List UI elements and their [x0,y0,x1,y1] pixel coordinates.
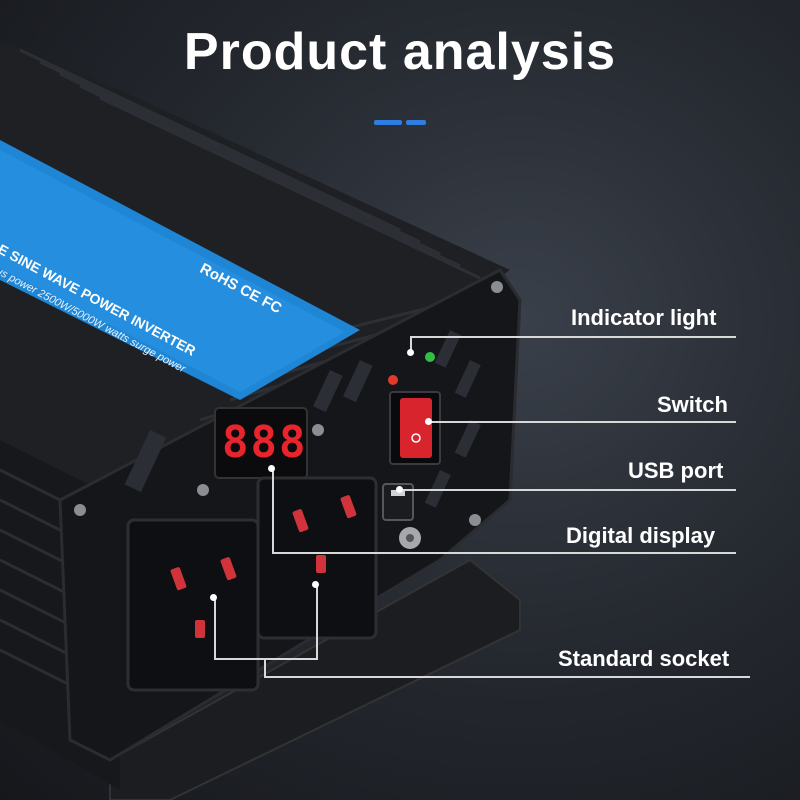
indicator-light-marker [407,349,414,356]
callout-digital-display: Digital display [566,523,716,548]
mounting-plate [109,558,521,800]
switch-marker [425,418,432,425]
digital-display-digits: 888 [222,417,308,468]
title-accent-bar-short [406,120,426,125]
usb-port-marker [396,486,403,493]
callout-indicator-light: Indicator light [571,305,717,330]
callout-switch: Switch [657,392,728,417]
leader-line-indicator-light [411,336,736,338]
socket-left-marker [210,594,217,601]
power-switch-rocker [400,398,432,458]
inverter-top [0,40,510,500]
leader-line-standard-socket-bracket [214,658,318,660]
leader-line-indicator-light-drop [410,336,412,352]
page-title: Product analysis [183,23,617,81]
leader-line-switch [430,421,736,423]
socket-right-marker [312,581,319,588]
leader-line-usb-port [400,489,736,491]
leader-line-digital-display-drop [272,468,274,554]
callout-standard-socket: Standard socket [558,646,730,671]
callout-usb-port: USB port [628,458,724,483]
usb-port [382,483,414,521]
socket-left [126,518,260,692]
leader-line-standard-socket [264,676,750,678]
leader-line-standard-socket-drop [264,658,266,678]
green-indicator-light [425,352,435,362]
title-accent-bar [374,120,402,125]
leader-line-digital-display [272,552,736,554]
leader-line-socket-left [214,598,216,660]
red-indicator-light [388,375,398,385]
leader-line-socket-right [316,585,318,660]
digital-display-marker [268,465,275,472]
